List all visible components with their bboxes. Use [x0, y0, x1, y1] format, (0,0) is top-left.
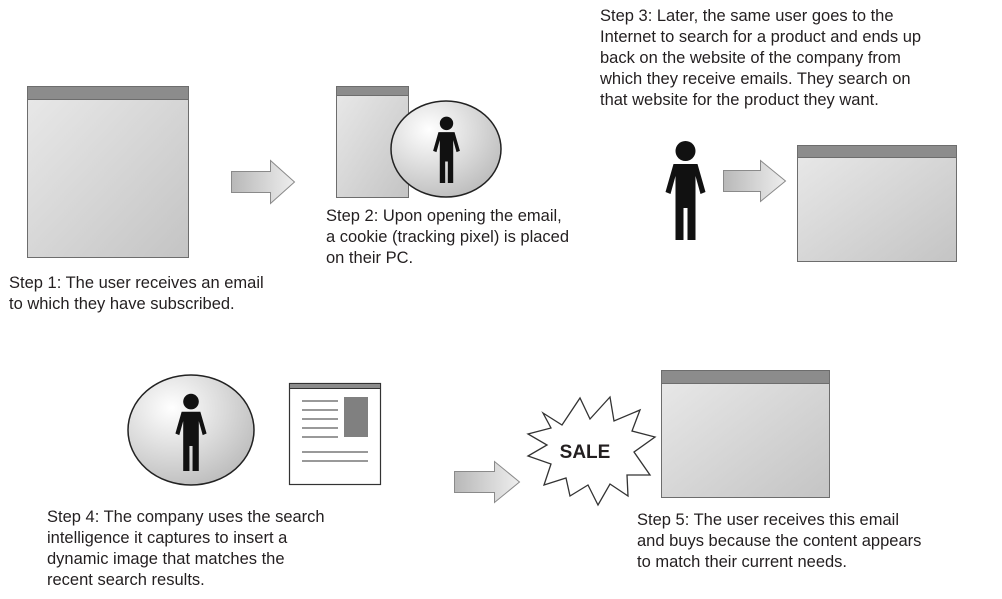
- step5-email-window: [661, 370, 830, 498]
- step2-user-oval: [390, 100, 502, 198]
- step4-caption: Step 4: The company uses the search inte…: [47, 508, 325, 589]
- step3-person-icon: [665, 141, 706, 240]
- step5-caption: Step 5: The user receives this email and…: [637, 511, 922, 571]
- step3-website-window: [797, 145, 957, 262]
- step2-caption: Step 2: Upon opening the email, a cookie…: [326, 207, 570, 267]
- sale-starburst-icon: SALE: [526, 395, 657, 507]
- email-newsletter-icon: [288, 382, 382, 486]
- step1-caption: Step 1: The user receives an email to wh…: [9, 274, 264, 313]
- step4-user-oval: [127, 374, 255, 486]
- arrow-right-icon: [723, 159, 787, 203]
- arrow-right-icon: [454, 460, 521, 504]
- step3-caption: Step 3: Later, the same user goes to the…: [600, 7, 922, 109]
- step1-email-window: [27, 86, 189, 258]
- arrow-right-icon: [231, 159, 296, 205]
- sale-label: SALE: [560, 442, 611, 463]
